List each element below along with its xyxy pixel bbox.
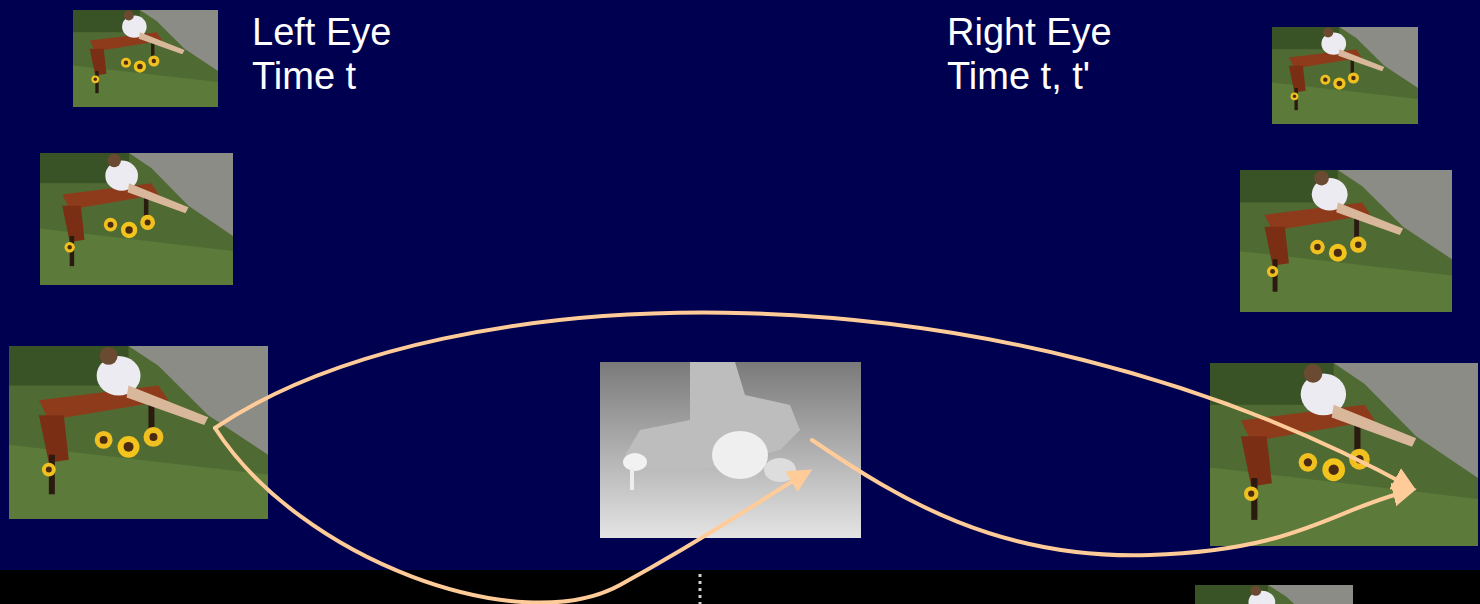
arrow-left-to-right bbox=[215, 313, 1412, 488]
label-text: Time t bbox=[252, 56, 356, 98]
label-text: Right Eye bbox=[947, 12, 1112, 54]
label-text: Time t, t' bbox=[947, 56, 1090, 98]
right-photo-medium bbox=[1240, 170, 1452, 312]
arrow-depth-to-right bbox=[812, 440, 1412, 555]
left-photo-small bbox=[73, 10, 218, 107]
left-photo-medium bbox=[40, 153, 233, 285]
left-photo-large bbox=[9, 346, 268, 519]
dotted-line bbox=[699, 574, 702, 604]
arrow-left-to-depth bbox=[215, 428, 808, 603]
label-text: Left Eye bbox=[252, 12, 391, 54]
depth-map bbox=[600, 362, 861, 538]
right-photo-small bbox=[1272, 27, 1418, 124]
right-photo-partial bbox=[1195, 585, 1353, 604]
